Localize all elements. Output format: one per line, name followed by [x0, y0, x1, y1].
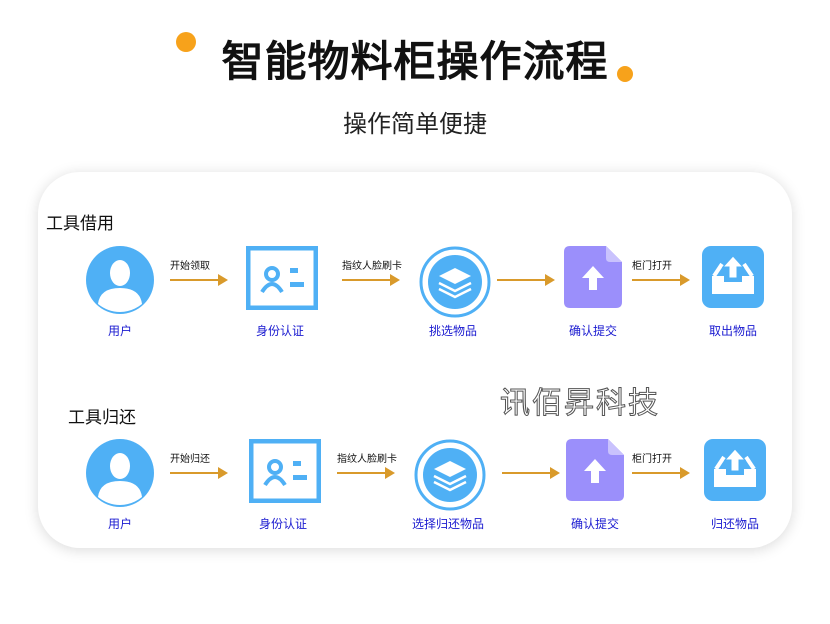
- id-card-icon: [245, 245, 319, 314]
- borrow-step: 挑选物品: [393, 246, 513, 339]
- upload-file-icon: [559, 246, 627, 314]
- arrow-line: [170, 472, 220, 474]
- arrow-line: [342, 279, 392, 281]
- arrow-label: 柜门打开: [632, 454, 672, 465]
- step-label: 身份认证: [258, 517, 307, 531]
- step-label: 用户: [107, 324, 132, 338]
- page-subtitle: 操作简单便捷: [343, 110, 487, 138]
- user-icon: [86, 439, 154, 507]
- step-label: 取出物品: [708, 324, 757, 338]
- step-label: 确认提交: [568, 324, 617, 338]
- step-label: 挑选物品: [428, 324, 477, 338]
- upload-file-icon: [561, 439, 629, 507]
- borrow-step: 身份认证: [220, 245, 340, 339]
- step-label: 确认提交: [570, 517, 619, 531]
- arrow-head-icon: [218, 274, 228, 286]
- arrow-label: 柜门打开: [632, 261, 672, 272]
- arrow-head-icon: [385, 467, 395, 479]
- return-step: 选择归还物品: [388, 439, 508, 532]
- arrow-head-icon: [680, 274, 690, 286]
- return-arrow: 柜门打开: [632, 454, 690, 479]
- return-arrow: [502, 465, 560, 479]
- arrow-line: [502, 472, 552, 474]
- arrow-line: [632, 279, 682, 281]
- arrow-label: 指纹人脸刷卡: [342, 261, 402, 272]
- step-label: 选择归还物品: [411, 517, 484, 531]
- inbox-out-icon: [699, 246, 767, 314]
- watermark: 讯佰昇科技: [500, 386, 660, 422]
- return-step: 归还物品: [675, 439, 795, 532]
- flow-card: [38, 172, 792, 548]
- arrow-label: 开始归还: [170, 454, 210, 465]
- arrow-line: [170, 279, 220, 281]
- user-icon: [86, 246, 154, 314]
- page-title: 智能物料柜操作流程: [221, 37, 609, 86]
- arrow-head-icon: [218, 467, 228, 479]
- arrow-head-icon: [680, 467, 690, 479]
- return-step: 用户: [60, 439, 180, 532]
- layers-icon: [414, 439, 486, 511]
- borrow-arrow: 柜门打开: [632, 261, 690, 286]
- step-label: 用户: [107, 517, 132, 531]
- arrow-line: [632, 472, 682, 474]
- arrow-head-icon: [550, 467, 560, 479]
- step-label: 身份认证: [255, 324, 304, 338]
- arrow-label: 指纹人脸刷卡: [337, 454, 397, 465]
- decor-dot: [617, 66, 633, 82]
- arrow-line: [337, 472, 387, 474]
- return-arrow: 开始归还: [170, 454, 228, 479]
- borrow-arrow: [497, 272, 555, 286]
- step-label: 归还物品: [710, 517, 759, 531]
- id-card-icon: [248, 438, 322, 507]
- return-arrow: 指纹人脸刷卡: [337, 454, 397, 479]
- arrow-line: [497, 279, 547, 281]
- borrow-step: 用户: [60, 246, 180, 339]
- return-step: 确认提交: [535, 439, 655, 532]
- borrow-arrow: 开始领取: [170, 261, 228, 286]
- layers-icon: [419, 246, 491, 318]
- inbox-out-icon: [701, 439, 769, 507]
- section-title-return: 工具归还: [68, 408, 136, 428]
- borrow-step: 确认提交: [533, 246, 653, 339]
- borrow-step: 取出物品: [673, 246, 793, 339]
- borrow-arrow: 指纹人脸刷卡: [342, 261, 402, 286]
- section-title-borrow: 工具借用: [46, 214, 114, 234]
- return-step: 身份认证: [223, 438, 343, 532]
- decor-dot: [176, 32, 196, 52]
- arrow-label: 开始领取: [170, 261, 210, 272]
- arrow-head-icon: [390, 274, 400, 286]
- arrow-head-icon: [545, 274, 555, 286]
